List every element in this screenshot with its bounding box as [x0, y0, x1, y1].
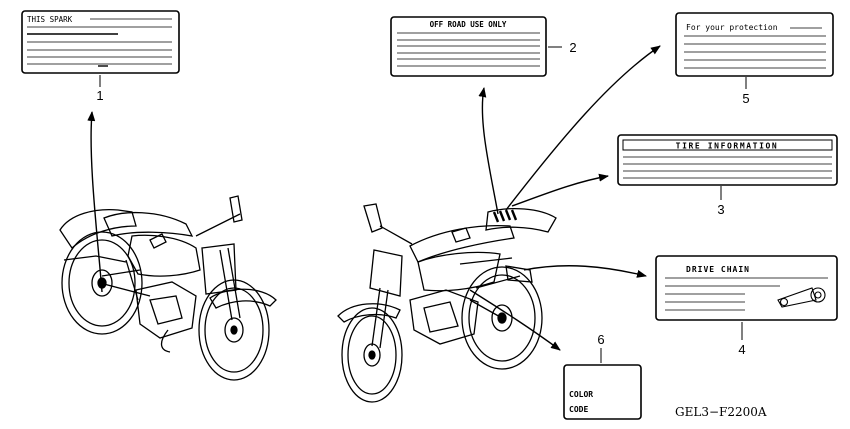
label-protection-title: For your protection — [686, 23, 778, 32]
motorcycle-right-view — [337, 203, 557, 403]
arrow-to-label-protection — [505, 45, 661, 211]
diagram-code: GEL3−F2200A — [675, 405, 767, 419]
callout-number-4: 4 — [738, 342, 745, 357]
motorcycle-left-view — [59, 195, 277, 381]
label-protection: For your protection — [675, 12, 834, 77]
callout-arrows — [87, 45, 661, 351]
arrow-to-label-offroad — [478, 87, 499, 215]
label-spark: THIS SPARK — [21, 10, 180, 74]
callout-number-6: 6 — [597, 332, 604, 347]
label-chain: DRIVE CHAIN — [655, 255, 838, 321]
label-color-line2: CODE — [569, 405, 588, 414]
label-spark-title: THIS SPARK — [27, 15, 73, 24]
label-offroad-title: OFF ROAD USE ONLY — [430, 20, 507, 29]
callout-number-2: 2 — [569, 40, 576, 55]
arrow-to-label-spark — [87, 111, 103, 293]
label-color-code: COLOR CODE — [563, 364, 642, 420]
callout-number-3: 3 — [717, 202, 724, 217]
label-color-line1: COLOR — [569, 390, 593, 399]
callout-number-5: 5 — [742, 91, 749, 106]
label-tire-title: TIRE INFORMATION — [676, 142, 779, 151]
chain-adjuster-icon — [777, 287, 826, 308]
label-tire: TIRE INFORMATION — [617, 134, 838, 186]
arrow-to-label-color-code — [469, 289, 561, 351]
callout-number-1: 1 — [96, 88, 103, 103]
arrow-to-label-chain — [523, 265, 647, 278]
label-chain-title: DRIVE CHAIN — [686, 265, 750, 274]
label-offroad: OFF ROAD USE ONLY — [390, 16, 547, 77]
arrow-to-label-tire — [511, 173, 609, 207]
